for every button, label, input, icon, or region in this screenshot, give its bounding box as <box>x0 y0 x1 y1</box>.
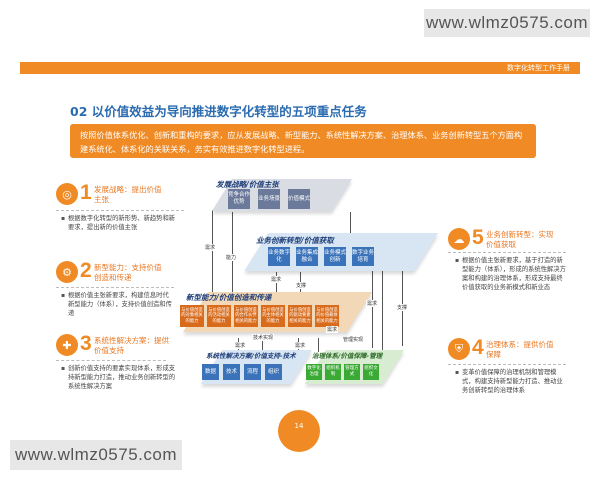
connector-label: 技术实现 <box>252 334 275 341</box>
business-box: 业务模式创新 <box>324 247 346 266</box>
gear-icon: ⚙ <box>56 261 78 283</box>
watermark-top: www.wlmz0575.com <box>424 9 590 37</box>
target-icon: ◎ <box>56 183 78 205</box>
connector-label: 需求 <box>270 276 283 283</box>
strategy-box: 业务场景 <box>258 189 280 209</box>
governance-box: 数字化治理 <box>306 364 322 380</box>
shield-icon: ⛨ <box>448 338 470 360</box>
business-box: 业务数字化 <box>268 247 290 266</box>
business-layer-title: 业务创新转型/价值获取 <box>256 236 334 245</box>
connector-label: 需求 <box>366 300 379 307</box>
capability-box: 与价值创造的价值载体相关的能力 <box>315 305 339 327</box>
capability-box: 与价值创造的活动相关的能力 <box>207 305 231 327</box>
task-desc: 根据数字化转型的新形势、新趋势和新要求，提出新的价值主张 <box>61 214 180 232</box>
watermark-bottom: www.wlmz0575.com <box>10 440 182 470</box>
section-title: 02 以价值效益为导向推进数字化转型的五项重点任务 <box>70 104 367 119</box>
task-number: 5 <box>472 226 484 249</box>
connector-label: 能力 <box>225 254 238 261</box>
strategy-layer-title: 发展战略/价值主张 <box>216 180 279 189</box>
divider <box>56 287 174 288</box>
task-desc: 根据价值主张新要求，构建信息时代新型能力（体系），支持价值创造和传递 <box>61 291 172 318</box>
governance-box: 管理方式 <box>344 364 360 380</box>
task-number: 3 <box>80 332 92 355</box>
task-title: 治理体系：提供价值保障 <box>486 340 554 359</box>
capability-box: 与价值创造的对象相关的能力 <box>180 305 204 327</box>
task-title: 系统性解决方案：提供价值支持 <box>94 336 169 355</box>
puzzle-icon: ✚ <box>56 334 78 356</box>
connector-line <box>276 272 277 300</box>
capability-box: 与价值创造的驱动要素相关的能力 <box>288 305 312 327</box>
divider <box>56 210 184 211</box>
connector-label: 支撑 <box>396 304 409 311</box>
solution-box: 组织 <box>265 364 282 380</box>
task-desc: 创新价值支持的要素实现体系，形成支持新型能力打造，推动业务创新转型的系统性解决方… <box>61 364 180 391</box>
divider <box>56 360 166 361</box>
task-title: 发展战略：提出价值主张 <box>94 185 162 204</box>
connector-label: 需求 <box>204 244 217 251</box>
solution-layer-title: 系统性解决方案/价值支持-技术 <box>206 352 296 360</box>
header-bar: 数字化转型工作手册 <box>20 62 580 74</box>
connector-label: 需求 <box>294 342 307 349</box>
solution-box: 流程 <box>244 364 261 380</box>
divider <box>448 364 566 365</box>
task-number: 2 <box>80 259 92 282</box>
task-desc: 变革价值保障的治理机制和管理模式，构建支持新型能力打造、推动业务创新转型的治理体… <box>455 368 568 395</box>
connector-line <box>212 210 213 310</box>
strategy-box: 价值模式 <box>288 189 310 209</box>
task-desc: 根据价值主张新要求，基于打造的新型能力（体系），形成的系统性解决方案和构建的治理… <box>455 256 568 292</box>
capability-box: 与价值创造的合作伙伴相关的能力 <box>234 305 258 327</box>
connector-label: 需求 <box>234 342 247 349</box>
capability-layer-title: 新型能力/价值创造和传递 <box>186 293 272 302</box>
task-title: 新型能力：支持价值创造和传递 <box>94 263 162 282</box>
connector-label: 支撑 <box>295 282 308 289</box>
connector-line <box>372 270 373 348</box>
governance-box: 组织文化 <box>363 364 379 380</box>
strategy-box: 竞争合作优势 <box>228 189 250 209</box>
cloud-icon: ☁ <box>448 228 470 250</box>
solution-box: 数据 <box>202 364 219 380</box>
governance-layer-title: 治理体系/价值保障-管理 <box>312 352 383 360</box>
solution-box: 技术 <box>223 364 240 380</box>
task-title: 业务创新转型：实现价值获取 <box>486 230 554 249</box>
divider <box>448 252 566 253</box>
connector-line <box>262 338 263 352</box>
connector-line <box>350 212 351 242</box>
governance-box: 组织机制 <box>325 364 341 380</box>
capability-box: 与价值创造的主体相关的能力 <box>261 305 285 327</box>
connector-label: 管理实现 <box>342 336 365 343</box>
task-number: 4 <box>472 336 484 359</box>
page-number: 14 <box>278 410 320 452</box>
task-number: 1 <box>80 181 92 204</box>
connector-line <box>382 270 383 350</box>
header-title: 数字化转型工作手册 <box>507 64 570 72</box>
connector-line <box>318 338 319 352</box>
connector-label: 需求 <box>326 326 339 333</box>
intro-box: 按照价值体系优化、创新和重构的要求，应从发展战略、新型能力、系统性解决方案、治理… <box>70 124 536 158</box>
business-box: 数字业务培育 <box>352 247 374 266</box>
business-box: 业务集成融合 <box>296 247 318 266</box>
